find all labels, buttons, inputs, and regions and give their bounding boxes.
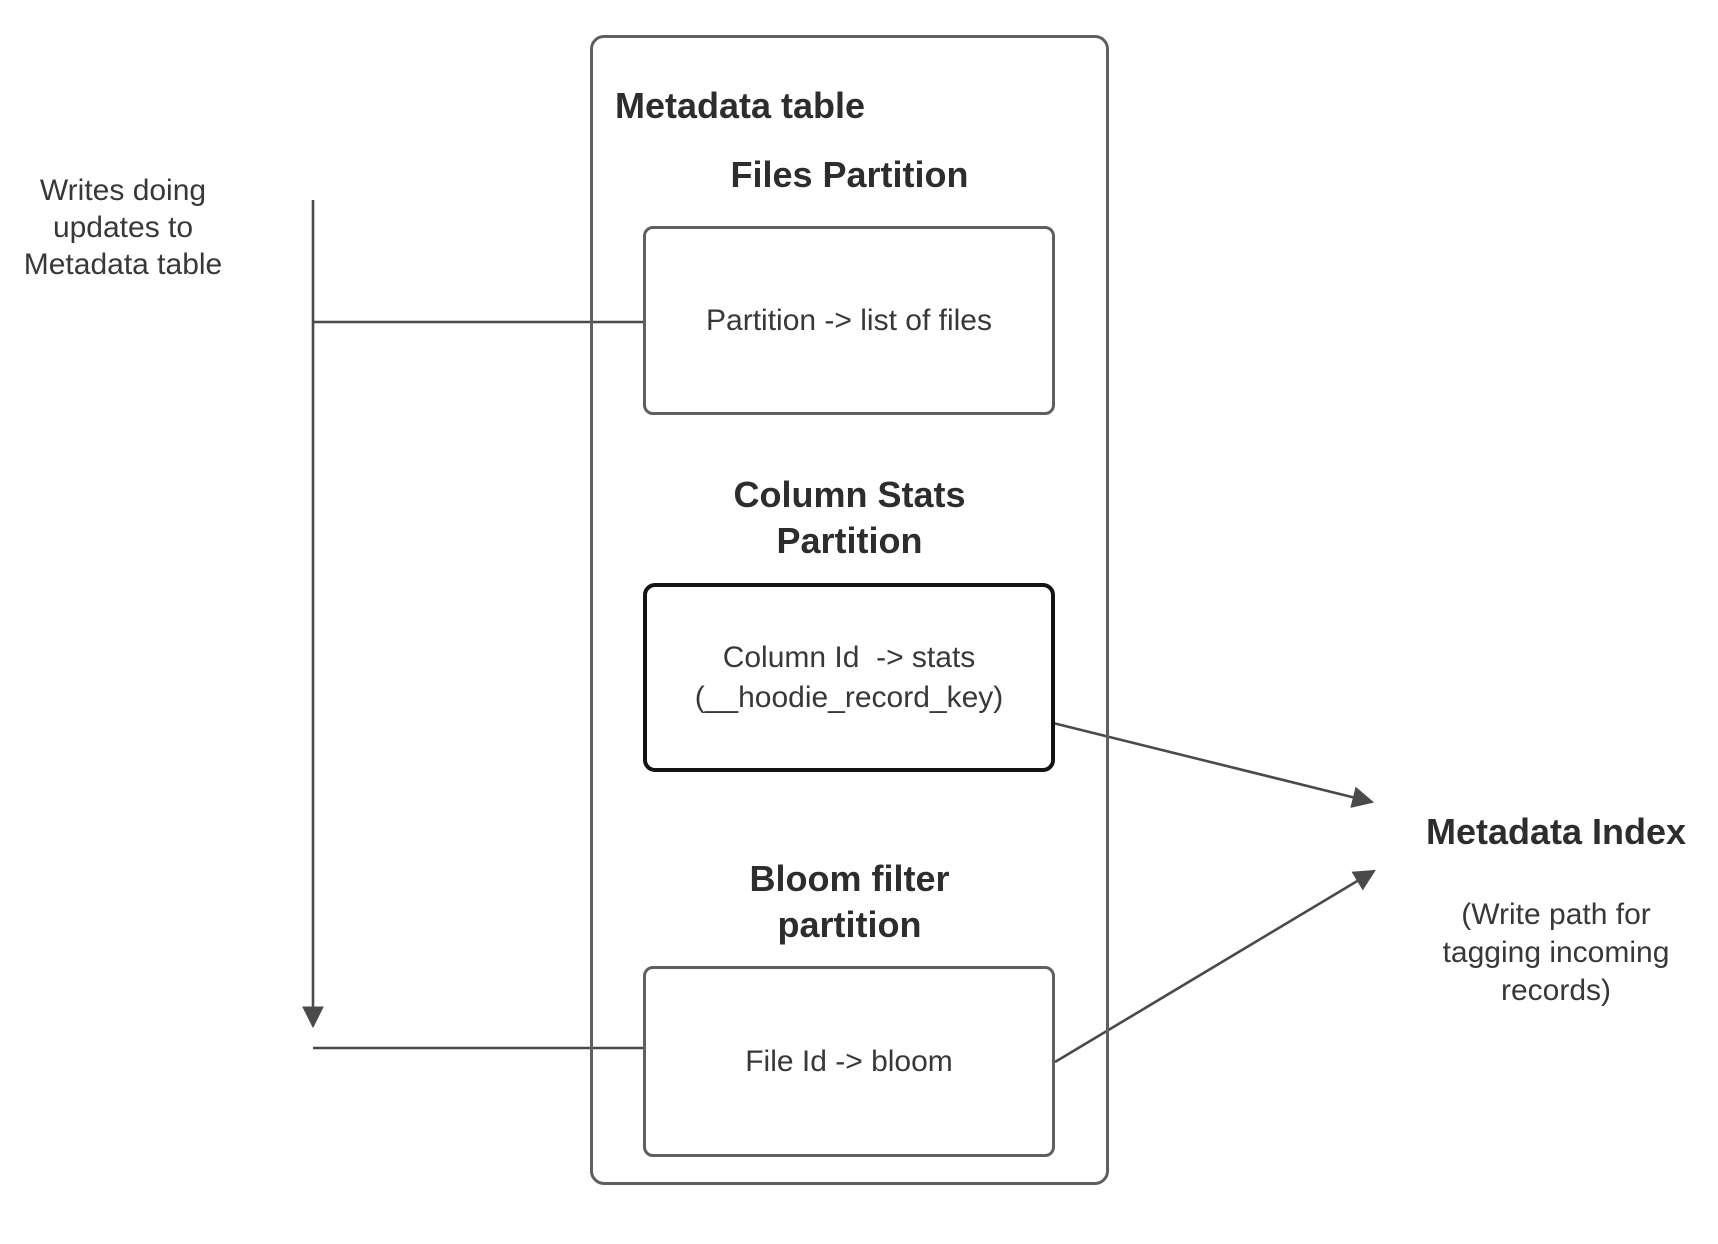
files-partition-heading: Files Partition [730,154,969,195]
writes-annotation: Writes doing updates to Metadata table [23,174,223,281]
bloom-filter-partition-heading: Bloom filter partition [749,858,950,945]
files-partition-mapping: Partition -> list of files [706,303,992,337]
column-stats-partition-heading: Column Stats Partition [733,474,966,561]
files-partition-box: Partition -> list of files [643,226,1055,415]
bloom-filter-partition-box: File Id -> bloom [643,966,1055,1157]
column-stats-partition-mapping: Column Id -> stats (__hoodie_record_key) [694,640,1004,714]
bloom-filter-partition-mapping: File Id -> bloom [745,1044,953,1078]
metadata-index-title: Metadata Index [1425,811,1687,852]
metadata-table-box [590,35,1109,1185]
metadata-table-title: Metadata table [615,85,866,126]
metadata-index-note: (Write path for tagging incoming records… [1442,898,1670,1007]
column-stats-partition-box: Column Id -> stats (__hoodie_record_key) [643,583,1055,772]
